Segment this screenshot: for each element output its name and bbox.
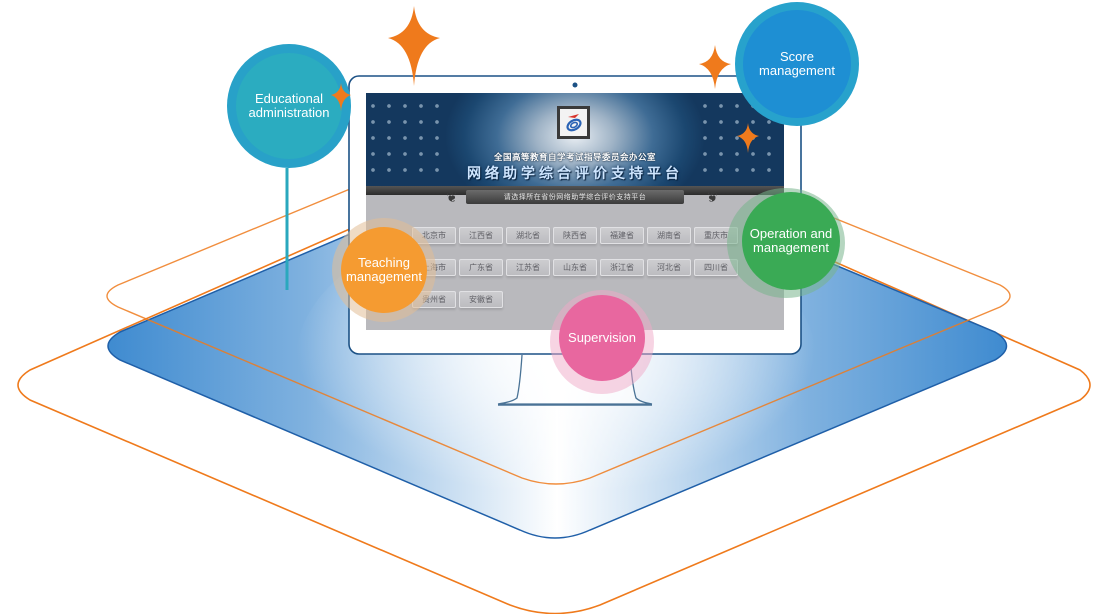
platform-logo[interactable]: [557, 106, 590, 139]
province-button[interactable]: 浙江省: [600, 259, 644, 276]
module-label: Teaching management: [346, 255, 422, 284]
module-label: Operation and management: [749, 226, 833, 255]
rivet-pattern-left: [370, 103, 450, 183]
platform-banner: 全国高等教育自学考试指导委员会办公室 网络助学综合评价支持平台: [366, 93, 784, 189]
module-score-management[interactable]: Score management: [735, 2, 859, 126]
sparkle-star-icon: [331, 83, 351, 111]
ribbon-ornament-right-icon: ❦: [706, 189, 718, 205]
ribbon-ornament-left-icon: ❦: [446, 189, 458, 205]
province-button[interactable]: 福建省: [600, 227, 644, 244]
province-button[interactable]: 陕西省: [553, 227, 597, 244]
module-label: Supervision: [568, 330, 636, 345]
module-educational-administration[interactable]: Educational administration: [227, 44, 351, 168]
logo-icon: [565, 113, 582, 131]
province-button[interactable]: 湖南省: [647, 227, 691, 244]
province-button[interactable]: 江西省: [459, 227, 503, 244]
province-button[interactable]: 安徽省: [459, 291, 503, 308]
province-button[interactable]: 湖北省: [506, 227, 550, 244]
organization-name: 全国高等教育自学考试指导委员会办公室: [493, 153, 656, 163]
province-button[interactable]: 广东省: [459, 259, 503, 276]
platform-title: 网络助学综合评价支持平台: [467, 166, 683, 182]
province-select-ribbon: 请选择所在省份网络助学综合评价支持平台: [466, 190, 684, 204]
webcam-dot: [572, 82, 578, 88]
sparkle-star-icon: [737, 123, 759, 153]
sparkle-star-icon: [388, 6, 440, 86]
module-supervision[interactable]: Supervision: [550, 290, 654, 394]
province-button[interactable]: 江苏省: [506, 259, 550, 276]
province-button[interactable]: 山东省: [553, 259, 597, 276]
module-label: Educational administration: [248, 91, 330, 120]
module-operation-and-management[interactable]: Operation and management: [727, 188, 845, 298]
sparkle-star-icon: [699, 45, 731, 89]
province-button[interactable]: 河北省: [647, 259, 691, 276]
module-label: Score management: [759, 49, 835, 78]
platform-screen: 全国高等教育自学考试指导委员会办公室 网络助学综合评价支持平台 ❦ ❦ 请选择所…: [366, 93, 784, 330]
province-button[interactable]: 四川省: [694, 259, 738, 276]
module-teaching-management[interactable]: Teaching management: [332, 218, 436, 322]
